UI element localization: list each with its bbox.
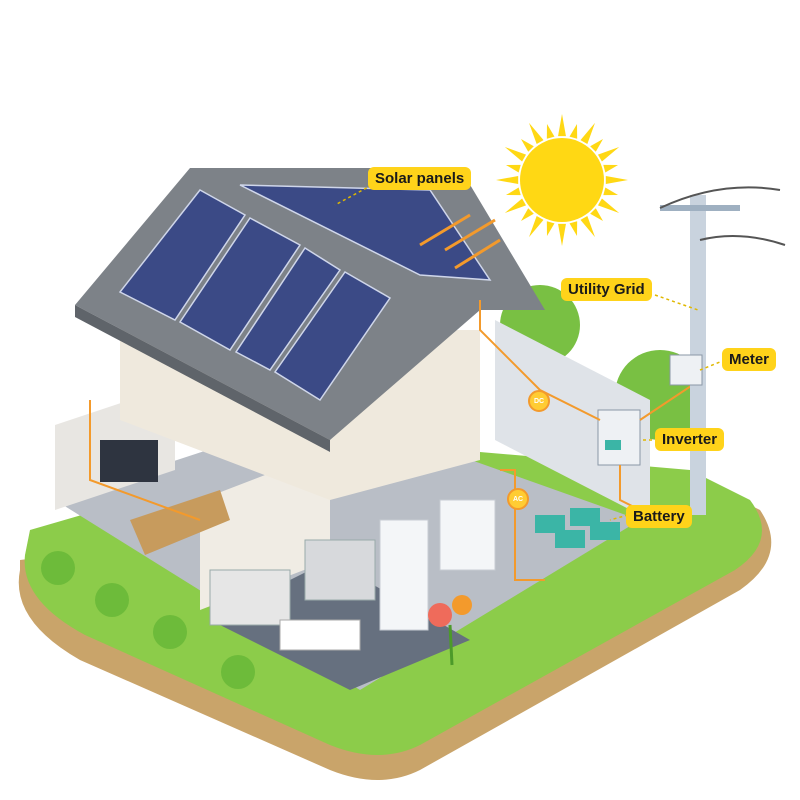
sun-ray [580,122,595,145]
pole-crossarm [660,205,740,211]
sun-ray [546,123,555,139]
sun-ray [558,114,566,137]
sun-ray [603,187,619,196]
inverter-box [597,409,641,466]
sun-ray [569,123,578,139]
sun-ray [504,147,527,162]
sun-ray [520,208,534,222]
tv [100,440,158,482]
sun-ray [597,198,620,213]
stove [304,539,376,601]
washer [439,499,496,571]
sunlight-arrows [419,213,501,270]
sun-ray [558,223,566,246]
bush [153,615,187,649]
sun-ray [504,198,527,213]
flower [428,603,452,627]
sun-ray [529,215,544,238]
battery-bank [535,508,620,548]
counter [209,569,291,626]
power-lines [659,186,786,246]
flower-stem [448,624,454,666]
roof-edge [75,305,330,452]
bush [41,551,75,585]
label-utility-grid: Utility Grid [561,278,652,301]
sun-ray [603,164,619,173]
sun-ray [529,122,544,145]
sun-ray [569,221,578,237]
ac-wire-tag: AC [507,488,529,510]
bush [95,583,129,617]
sun-ray [597,147,620,162]
wiring [89,300,701,581]
utility-room-wall [495,320,650,520]
fridge [379,519,429,631]
dc-wire-tag: DC [528,390,550,412]
sun-ray [605,176,628,184]
sun-ray [590,138,604,152]
solar-panel-array [118,184,492,402]
sun-ray [590,208,604,222]
label-battery: Battery [626,505,692,528]
sun-ray [546,221,555,237]
bush [221,655,255,689]
meter-box [669,354,703,386]
sofa [130,490,230,555]
label-meter: Meter [722,348,777,371]
inverter-display [605,440,621,450]
table [279,619,361,651]
sun-ray [520,138,534,152]
sun-ray [580,215,595,238]
flower [452,595,472,615]
sun-ray [496,176,519,184]
sun-ray [505,187,521,196]
sun-ray [505,164,521,173]
sun-icon [496,114,628,246]
label-solar-panels: Solar panels [368,167,472,190]
label-inverter: Inverter [655,428,725,451]
